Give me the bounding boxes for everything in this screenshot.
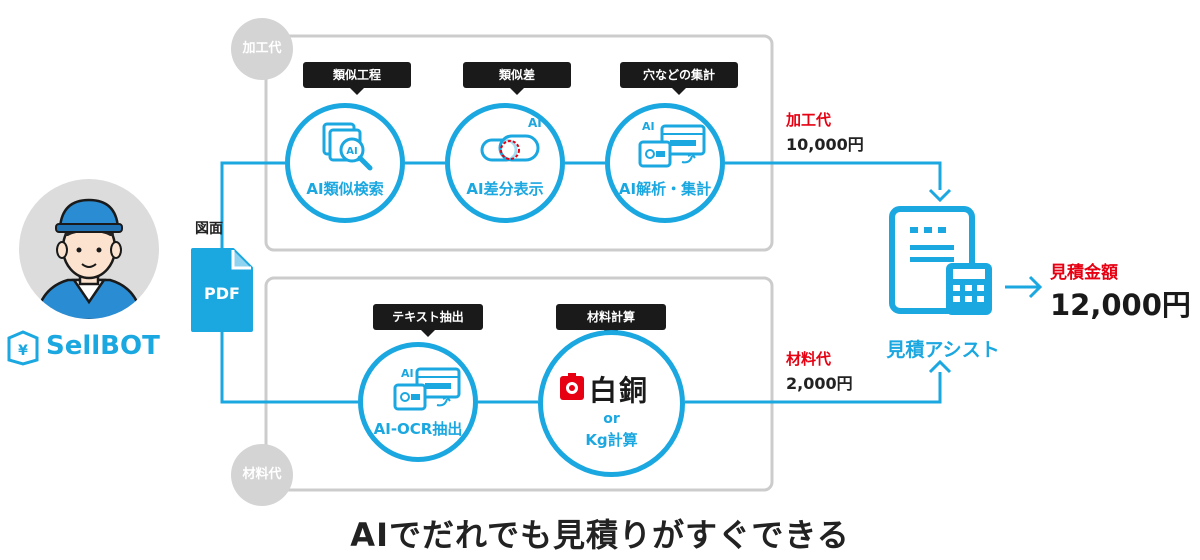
analysis-ai-mark: AI — [642, 120, 655, 133]
processing-cost-value: 10,000円 — [786, 135, 864, 154]
top-branch-line — [220, 161, 285, 250]
tag-material-calc: 材料計算 — [556, 304, 666, 337]
ai-diff-icon — [480, 134, 540, 162]
svg-text:AI: AI — [346, 146, 357, 157]
material-group-badge: 材料代 — [231, 444, 293, 506]
pdf-document: PDF — [189, 246, 255, 334]
headline: AIでだれでも見積りがすぐできる — [350, 516, 850, 554]
step-ai-ocr: AI — [358, 342, 478, 462]
diff-ai-mark: AI — [528, 116, 542, 130]
total-value: 12,000円 — [1050, 288, 1191, 322]
ai-ocr-icon — [393, 367, 461, 411]
processing-group-badge: 加工代 — [231, 18, 293, 80]
step-ai-analysis: AI — [605, 103, 725, 223]
sellbot-logo-icon: ¥ — [7, 330, 39, 366]
ocr-ai-mark: AI — [401, 367, 414, 380]
tag-text-extraction: テキスト抽出 — [373, 304, 483, 337]
material-to-assist-line — [685, 372, 942, 404]
processing-arrowhead — [928, 188, 952, 203]
tag-similar-process: 類似工程 — [303, 62, 411, 95]
ai-analysis-icon — [638, 124, 706, 168]
processing-group-frame — [264, 34, 774, 252]
avatar — [18, 178, 160, 320]
step-label-ai-ocr: AI-OCR抽出 — [373, 420, 463, 438]
step-ai-diff-display: AI — [445, 103, 565, 223]
tag-hole-count: 穴などの集計 — [620, 62, 738, 95]
svg-text:¥: ¥ — [18, 343, 28, 359]
pdf-label: PDF — [204, 284, 240, 303]
step-label-ai-similar-search: AI類似検索 — [306, 180, 384, 198]
estimate-assist-label: 見積アシスト — [886, 339, 1000, 361]
material-arrowhead — [928, 359, 952, 374]
material-group-frame — [264, 276, 774, 492]
hakudo-logo-icon — [560, 373, 584, 400]
processing-to-assist-line — [725, 161, 942, 190]
total-label: 見積金額 — [1050, 263, 1118, 283]
pdf-file-icon — [191, 248, 253, 332]
kg-calc-label: Kg計算 — [585, 431, 638, 449]
tag-similarity-diff: 類似差 — [463, 62, 571, 95]
step-label-ai-diff-display: AI差分表示 — [466, 180, 544, 198]
bottom-branch-line — [220, 332, 358, 404]
hakudo-brand-text: 白銅 — [589, 374, 650, 407]
material-cost-value: 2,000円 — [786, 374, 853, 393]
step-label-ai-analysis: AI解析・集計 — [618, 180, 712, 198]
step-ai-similar-search: AI — [285, 103, 405, 223]
worker-icon — [19, 179, 159, 319]
sellbot-logo: ¥ SellBOT — [6, 328, 181, 368]
material-cost-label: 材料代 — [786, 350, 832, 368]
processing-cost-label: 加工代 — [786, 111, 832, 129]
total-arrowhead — [1028, 275, 1043, 299]
drawing-label: 図面 — [195, 221, 223, 237]
ai-search-icon: AI — [322, 122, 373, 171]
calculator-tablet-icon — [889, 206, 992, 315]
or-text: or — [603, 411, 620, 427]
step-material-calc: 白銅 or Kg計算 — [538, 330, 685, 477]
brand-name: SellBOT — [46, 331, 160, 361]
